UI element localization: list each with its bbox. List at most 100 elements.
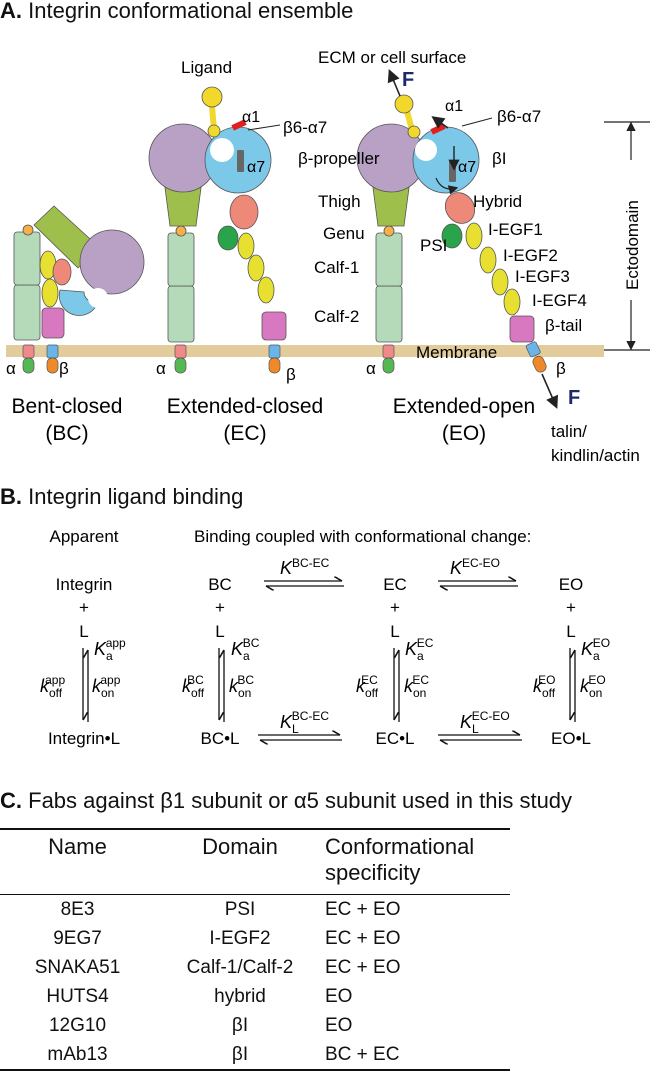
ec-ligand [201, 86, 223, 108]
iegf4-label: I-EGF4 [532, 291, 587, 310]
alpha1-ec-label: α1 [242, 109, 260, 126]
fab-specificity: EC + EO [325, 898, 401, 920]
kl-bc-ec: KLBC-EC [280, 709, 329, 736]
iegf1-label: I-EGF1 [488, 220, 543, 239]
state-bc-abbr: (BC) [45, 422, 88, 445]
extended-open-integrin [356, 69, 559, 409]
apparent-integrin-l: Integrin•L [48, 729, 120, 748]
koff-eo: koffEO [533, 673, 556, 700]
thigh-label: Thigh [318, 192, 361, 211]
ka-eo: KaEO [581, 636, 610, 663]
ectodomain-scale [604, 121, 650, 351]
kon-bc: konBC [229, 673, 254, 700]
eo-a7-helix [449, 160, 456, 182]
beta-ec-label: β [286, 365, 296, 384]
membrane-label: Membrane [416, 343, 497, 362]
fab-specificity: EO [325, 1014, 353, 1036]
table-row: 12G10 βI EO [0, 1011, 510, 1040]
ec-psi [217, 225, 239, 251]
k-ec-eo: KEC-EO [450, 556, 500, 578]
table-row: HUTS4 hybrid EO [0, 982, 510, 1011]
table-row: 9EG7 I-EGF2 EC + EO [0, 924, 510, 953]
fab-specificity: EO [325, 985, 353, 1007]
fab-domain: βI [231, 1014, 249, 1036]
bc-calf1 [13, 231, 41, 286]
bpropeller-label: β-propeller [298, 149, 380, 168]
koff-bc: koffBC [182, 673, 205, 700]
table-row: SNAKA51 Calf-1/Calf-2 EC + EO [0, 953, 510, 982]
k-bc-ec: KBC-EC [280, 556, 330, 578]
apparent-label: Apparent [50, 527, 119, 546]
a7-ec-label: α7 [247, 159, 265, 176]
panel-a-heading: A. Integrin conformational ensemble [0, 0, 354, 23]
beta-eo-label: β [556, 359, 566, 378]
btail-label: β-tail [545, 316, 582, 335]
fab-name: 8E3 [60, 898, 95, 920]
hybrid-label: Hybrid [473, 192, 522, 211]
panel-c-heading: C. Fabs against β1 subunit or α5 subunit… [0, 788, 573, 813]
bound-ec: EC•L [375, 729, 414, 748]
a7-eo-label: α7 [458, 159, 476, 176]
fab-domain: I-EGF2 [209, 927, 271, 949]
bc-genu [22, 224, 34, 236]
calf1-label: Calf-1 [314, 258, 359, 277]
apparent-integrin: Integrin [56, 575, 113, 594]
eo-plus: + [566, 598, 576, 617]
membrane-band [6, 345, 604, 357]
bound-eo: EO•L [551, 729, 591, 748]
alpha1-eo-label: α1 [445, 98, 463, 115]
panel-b-heading: B. Integrin ligand binding [0, 484, 244, 509]
iegf3-label: I-EGF3 [515, 267, 570, 286]
psi-label: PSI [420, 236, 447, 255]
state-eo-abbr: (EO) [442, 422, 486, 445]
state-eo: EO [559, 575, 584, 594]
integrin-ensemble-diagram: Ectodomain Ligand ECM or cell surface F … [6, 48, 650, 465]
bc-btail [41, 307, 65, 339]
fab-name: HUTS4 [46, 985, 109, 1007]
iegf2-label: I-EGF2 [503, 246, 558, 265]
calf2-label: Calf-2 [314, 307, 359, 326]
kon-ec: konEC [404, 673, 429, 700]
fab-name: 9EG7 [53, 927, 102, 949]
bent-closed-integrin [13, 205, 145, 374]
apparent-l: L [79, 622, 88, 641]
eo-l: L [566, 622, 575, 641]
kindlin-label: kindlin/actin [551, 446, 640, 465]
ec-plus: + [390, 598, 400, 617]
header-name: Name [0, 828, 155, 895]
ecm-label: ECM or cell surface [318, 48, 466, 67]
b6a7-eo-label: β6-α7 [497, 107, 541, 126]
fab-domain: Calf-1/Calf-2 [186, 956, 294, 978]
header-domain: Domain [155, 828, 325, 895]
state-eo-name: Extended-open [393, 395, 535, 418]
ka-app: Kaapp [94, 636, 126, 663]
state-ec-name: Extended-closed [167, 395, 323, 418]
fab-specificity: EC + EO [325, 927, 401, 949]
ka-bc: KaBC [231, 636, 260, 663]
bc-plus: + [215, 598, 225, 617]
talin-label: talin/ [551, 422, 587, 441]
koff-ec: koffEC [356, 673, 379, 700]
alpha-eo-label: α [366, 359, 376, 378]
fab-specificity: EC + EO [325, 956, 401, 978]
bI-label: βI [492, 149, 507, 168]
ec-hybrid [229, 194, 259, 230]
bc-calf2 [13, 284, 41, 341]
ligand-binding-scheme: Apparent Binding coupled with conformati… [40, 527, 610, 748]
bc-iegf [41, 278, 59, 308]
fab-specificity: BC + EC [325, 1040, 510, 1071]
table-row: mAb13 βI BC + EC [0, 1040, 510, 1071]
eo-hybrid [444, 192, 476, 224]
b6a7-ec-label: β6-α7 [283, 118, 327, 137]
state-bc-name: Bent-closed [12, 395, 123, 418]
koff-app: koffapp [40, 673, 65, 700]
force-top-label: F [402, 69, 414, 91]
alpha-bc-label: α [6, 359, 16, 378]
fab-domain: βI [155, 1040, 325, 1071]
ec-a7-helix [237, 150, 244, 172]
kon-app: konapp [92, 673, 121, 700]
kon-eo: konEO [580, 673, 606, 700]
